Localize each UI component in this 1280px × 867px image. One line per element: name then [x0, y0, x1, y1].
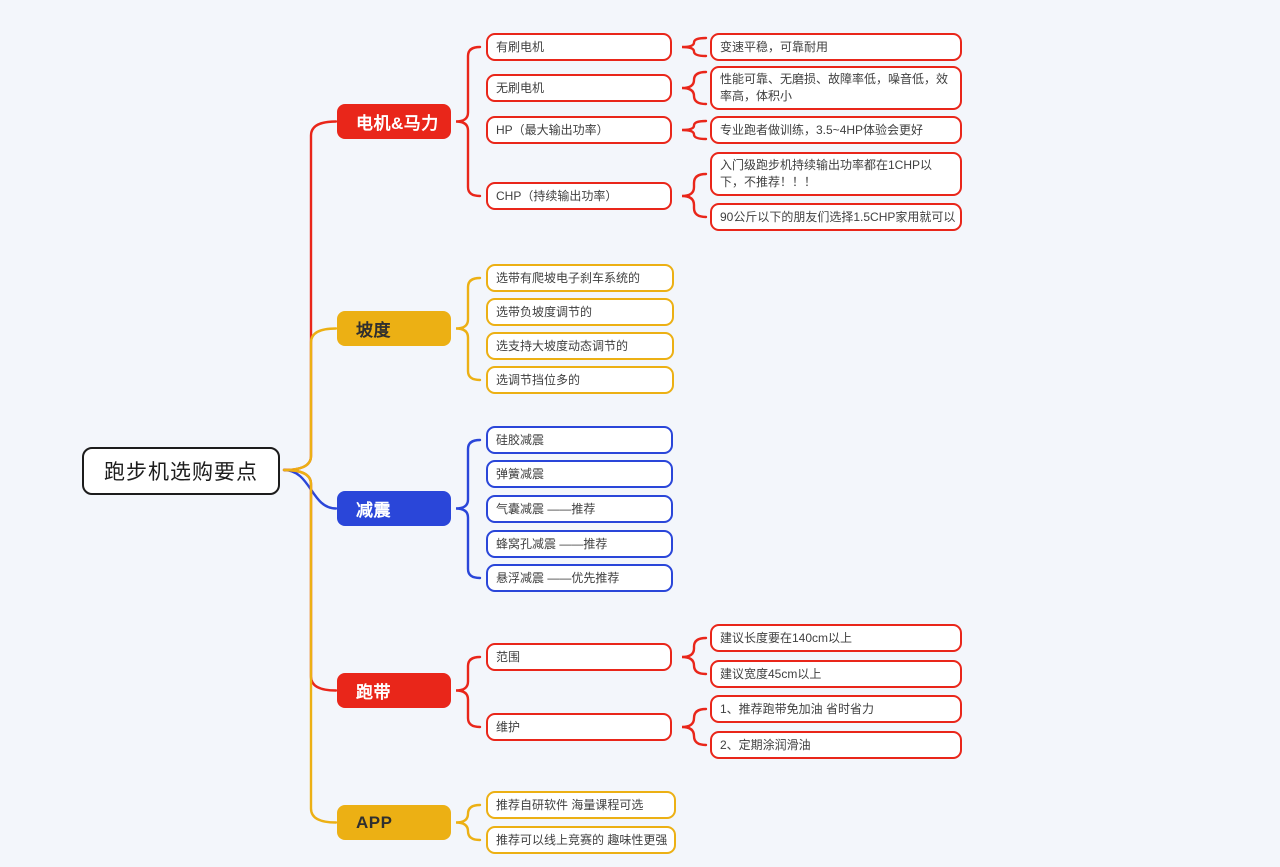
root-node[interactable]: 跑步机选购要点	[82, 447, 280, 495]
branch-damping[interactable]: 减震	[337, 491, 451, 526]
node-label: 推荐自研软件 海量课程可选	[496, 797, 644, 812]
brace-connector	[681, 36, 708, 58]
node-app-online-competition[interactable]: 推荐可以线上竞赛的 趣味性更强	[486, 826, 676, 854]
note-text: 1、推荐跑带免加油 省时省力	[720, 701, 875, 716]
brace-connector	[681, 707, 708, 747]
brace-connector	[455, 45, 482, 198]
brace-connector	[455, 803, 482, 842]
node-label: 范围	[496, 649, 521, 664]
branch-label: APP	[356, 812, 393, 832]
node-label: 有刷电机	[496, 39, 545, 54]
brace-connector	[681, 119, 708, 141]
note-pro-training-hp[interactable]: 专业跑者做训练，3.5~4HP体验会更好	[710, 116, 962, 144]
node-belt-size-range[interactable]: 范围	[486, 643, 672, 671]
node-brushed-motor[interactable]: 有刷电机	[486, 33, 672, 61]
branch-label: 跑带	[356, 683, 391, 702]
branch-label: 减震	[356, 501, 391, 520]
node-brushless-motor[interactable]: 无刷电机	[486, 74, 672, 102]
node-label: 维护	[496, 719, 521, 734]
root-connector	[282, 327, 338, 472]
root-label: 跑步机选购要点	[104, 461, 258, 484]
node-label: 无刷电机	[496, 80, 545, 95]
brace-connector	[455, 276, 482, 382]
note-oil-free-belt[interactable]: 1、推荐跑带免加油 省时省力	[710, 695, 962, 723]
node-label: 弹簧减震	[496, 466, 545, 481]
node-label: CHP（持续输出功率）	[496, 188, 618, 203]
note-lubricate-regularly[interactable]: 2、定期涂润滑油	[710, 731, 962, 759]
node-large-dynamic-incline[interactable]: 选支持大坡度动态调节的	[486, 332, 674, 360]
branch-motor-power[interactable]: 电机&马力	[337, 104, 451, 139]
node-hp-max-power[interactable]: HP（最大输出功率）	[486, 116, 672, 144]
node-label: 推荐可以线上竞赛的 趣味性更强	[496, 832, 668, 847]
branch-app[interactable]: APP	[337, 805, 451, 840]
node-honeycomb-damping[interactable]: 蜂窝孔减震 ——推荐	[486, 530, 673, 558]
note-text: 变速平稳，可靠耐用	[720, 39, 829, 54]
note-length-140cm[interactable]: 建议长度要在140cm以上	[710, 624, 962, 652]
note-under-90kg-advice[interactable]: 90公斤以下的朋友们选择1.5CHP家用就可以	[710, 203, 962, 231]
branch-running-belt[interactable]: 跑带	[337, 673, 451, 708]
node-spring-damping[interactable]: 弹簧减震	[486, 460, 673, 488]
node-label: 硅胶减震	[496, 432, 545, 447]
node-label: 气囊减震 ——推荐	[496, 501, 596, 516]
note-brushless-advantages[interactable]: 性能可靠、无磨损、故障率低，噪音低，效率高，体积小	[710, 66, 962, 110]
node-label: 选调节挡位多的	[496, 372, 581, 387]
node-incline-ebrake-system[interactable]: 选带有爬坡电子刹车系统的	[486, 264, 674, 292]
root-connector	[282, 468, 338, 824]
node-label: 选带负坡度调节的	[496, 304, 593, 319]
node-airbag-damping[interactable]: 气囊减震 ——推荐	[486, 495, 673, 523]
note-text: 90公斤以下的朋友们选择1.5CHP家用就可以	[720, 209, 956, 224]
note-text: 2、定期涂润滑油	[720, 737, 811, 752]
note-text: 建议长度要在140cm以上	[720, 630, 853, 645]
brace-connector	[681, 172, 708, 219]
brace-connector	[681, 70, 708, 106]
branch-incline[interactable]: 坡度	[337, 311, 451, 346]
note-entry-chp-warning[interactable]: 入门级跑步机持续输出功率都在1CHP以下，不推荐！！！	[710, 152, 962, 196]
brace-connector	[455, 655, 482, 729]
node-chp-continuous-power[interactable]: CHP（持续输出功率）	[486, 182, 672, 210]
node-belt-maintenance[interactable]: 维护	[486, 713, 672, 741]
node-label: 悬浮减震 ——优先推荐	[496, 570, 620, 585]
brace-connector	[681, 636, 708, 676]
note-text: 专业跑者做训练，3.5~4HP体验会更好	[720, 122, 924, 137]
node-app-own-software[interactable]: 推荐自研软件 海量课程可选	[486, 791, 676, 819]
note-text: 入门级跑步机持续输出功率都在1CHP以下，不推荐！！！	[720, 158, 933, 189]
node-label: 选支持大坡度动态调节的	[496, 338, 629, 353]
node-suspension-damping[interactable]: 悬浮减震 ——优先推荐	[486, 564, 673, 592]
branch-label: 电机&马力	[356, 114, 439, 133]
note-smooth-reliable[interactable]: 变速平稳，可靠耐用	[710, 33, 962, 61]
brace-connector	[455, 438, 482, 580]
node-silicone-damping[interactable]: 硅胶减震	[486, 426, 673, 454]
node-label: 蜂窝孔减震 ——推荐	[496, 536, 608, 551]
note-width-45cm[interactable]: 建议宽度45cm以上	[710, 660, 962, 688]
node-label: 选带有爬坡电子刹车系统的	[496, 270, 641, 285]
note-text: 性能可靠、无磨损、故障率低，噪音低，效率高，体积小	[720, 72, 949, 103]
node-negative-incline[interactable]: 选带负坡度调节的	[486, 298, 674, 326]
node-more-gears[interactable]: 选调节挡位多的	[486, 366, 674, 394]
node-label: HP（最大输出功率）	[496, 122, 609, 137]
note-text: 建议宽度45cm以上	[720, 666, 822, 681]
branch-label: 坡度	[356, 321, 391, 340]
